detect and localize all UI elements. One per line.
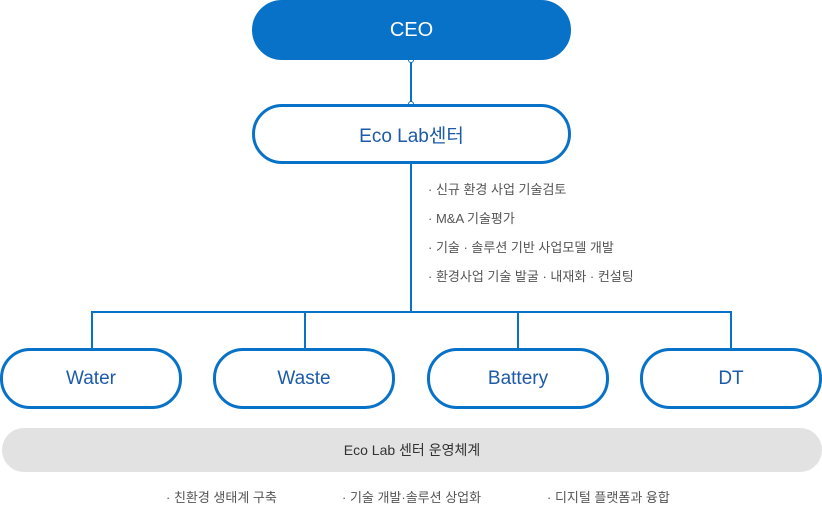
task-item: · 기술 · 솔루션 기반 사업모델 개발: [428, 240, 614, 255]
branch-horizontal-line: [91, 311, 731, 313]
operation-item: · 디지털 플랫폼과 융합: [547, 490, 670, 505]
ceo-to-center-line: [410, 60, 412, 104]
operation-system-title: Eco Lab 센터 운영체계: [343, 442, 481, 458]
division-battery-box: Battery: [427, 348, 609, 409]
division-label: DT: [718, 367, 744, 389]
division-label: Water: [66, 367, 116, 389]
ceo-box: CEO: [252, 0, 571, 60]
center-task-list: · 신규 환경 사업 기술검토 · M&A 기술평가 · 기술 · 솔루션 기반…: [428, 180, 634, 296]
task-item: · 신규 환경 사업 기술검토: [428, 182, 567, 197]
operation-item: · 친환경 생태계 구축: [166, 490, 277, 505]
task-item: · M&A 기술평가: [428, 211, 515, 226]
eco-lab-center-box: Eco Lab센터: [252, 104, 571, 164]
division-dt-box: DT: [640, 348, 822, 409]
eco-lab-center-label: Eco Lab센터: [359, 125, 464, 147]
branch-dt-line: [730, 311, 732, 348]
center-trunk-line: [410, 164, 412, 312]
operation-system-bar: Eco Lab 센터 운영체계: [2, 428, 822, 472]
division-label: Waste: [277, 367, 331, 389]
operation-item: · 기술 개발·솔루션 상업화: [342, 490, 482, 505]
division-waste-box: Waste: [213, 348, 395, 409]
task-item: · 환경사업 기술 발굴 · 내재화 · 컨설팅: [428, 269, 634, 284]
division-water-box: Water: [0, 348, 182, 409]
ceo-label: CEO: [389, 18, 434, 41]
branch-waste-line: [304, 311, 306, 348]
branch-battery-line: [517, 311, 519, 348]
branch-water-line: [91, 311, 93, 348]
division-label: Battery: [487, 367, 549, 389]
